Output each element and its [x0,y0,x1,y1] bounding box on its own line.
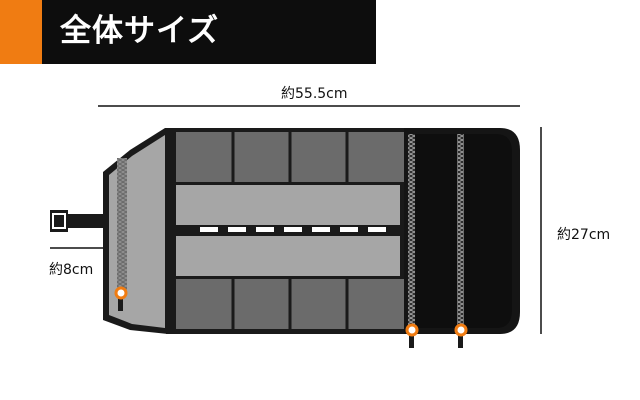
header-accent [0,0,42,64]
flap-dimension-label: 約8cm [49,262,94,278]
width-dimension-label: 約55.5cm [281,86,348,102]
header-bar: 全体サイズ [0,0,376,64]
right-pocket-panel [404,128,520,334]
zipper-pull-left [114,286,128,311]
zipper-pull-middle [405,323,419,348]
buckle-strap [50,210,110,232]
zipper-pull-right [454,323,468,348]
height-dimension-label: 約27cm [557,227,611,243]
page-title: 全体サイズ [60,13,220,49]
main-body [166,128,418,334]
left-flap [103,128,170,334]
